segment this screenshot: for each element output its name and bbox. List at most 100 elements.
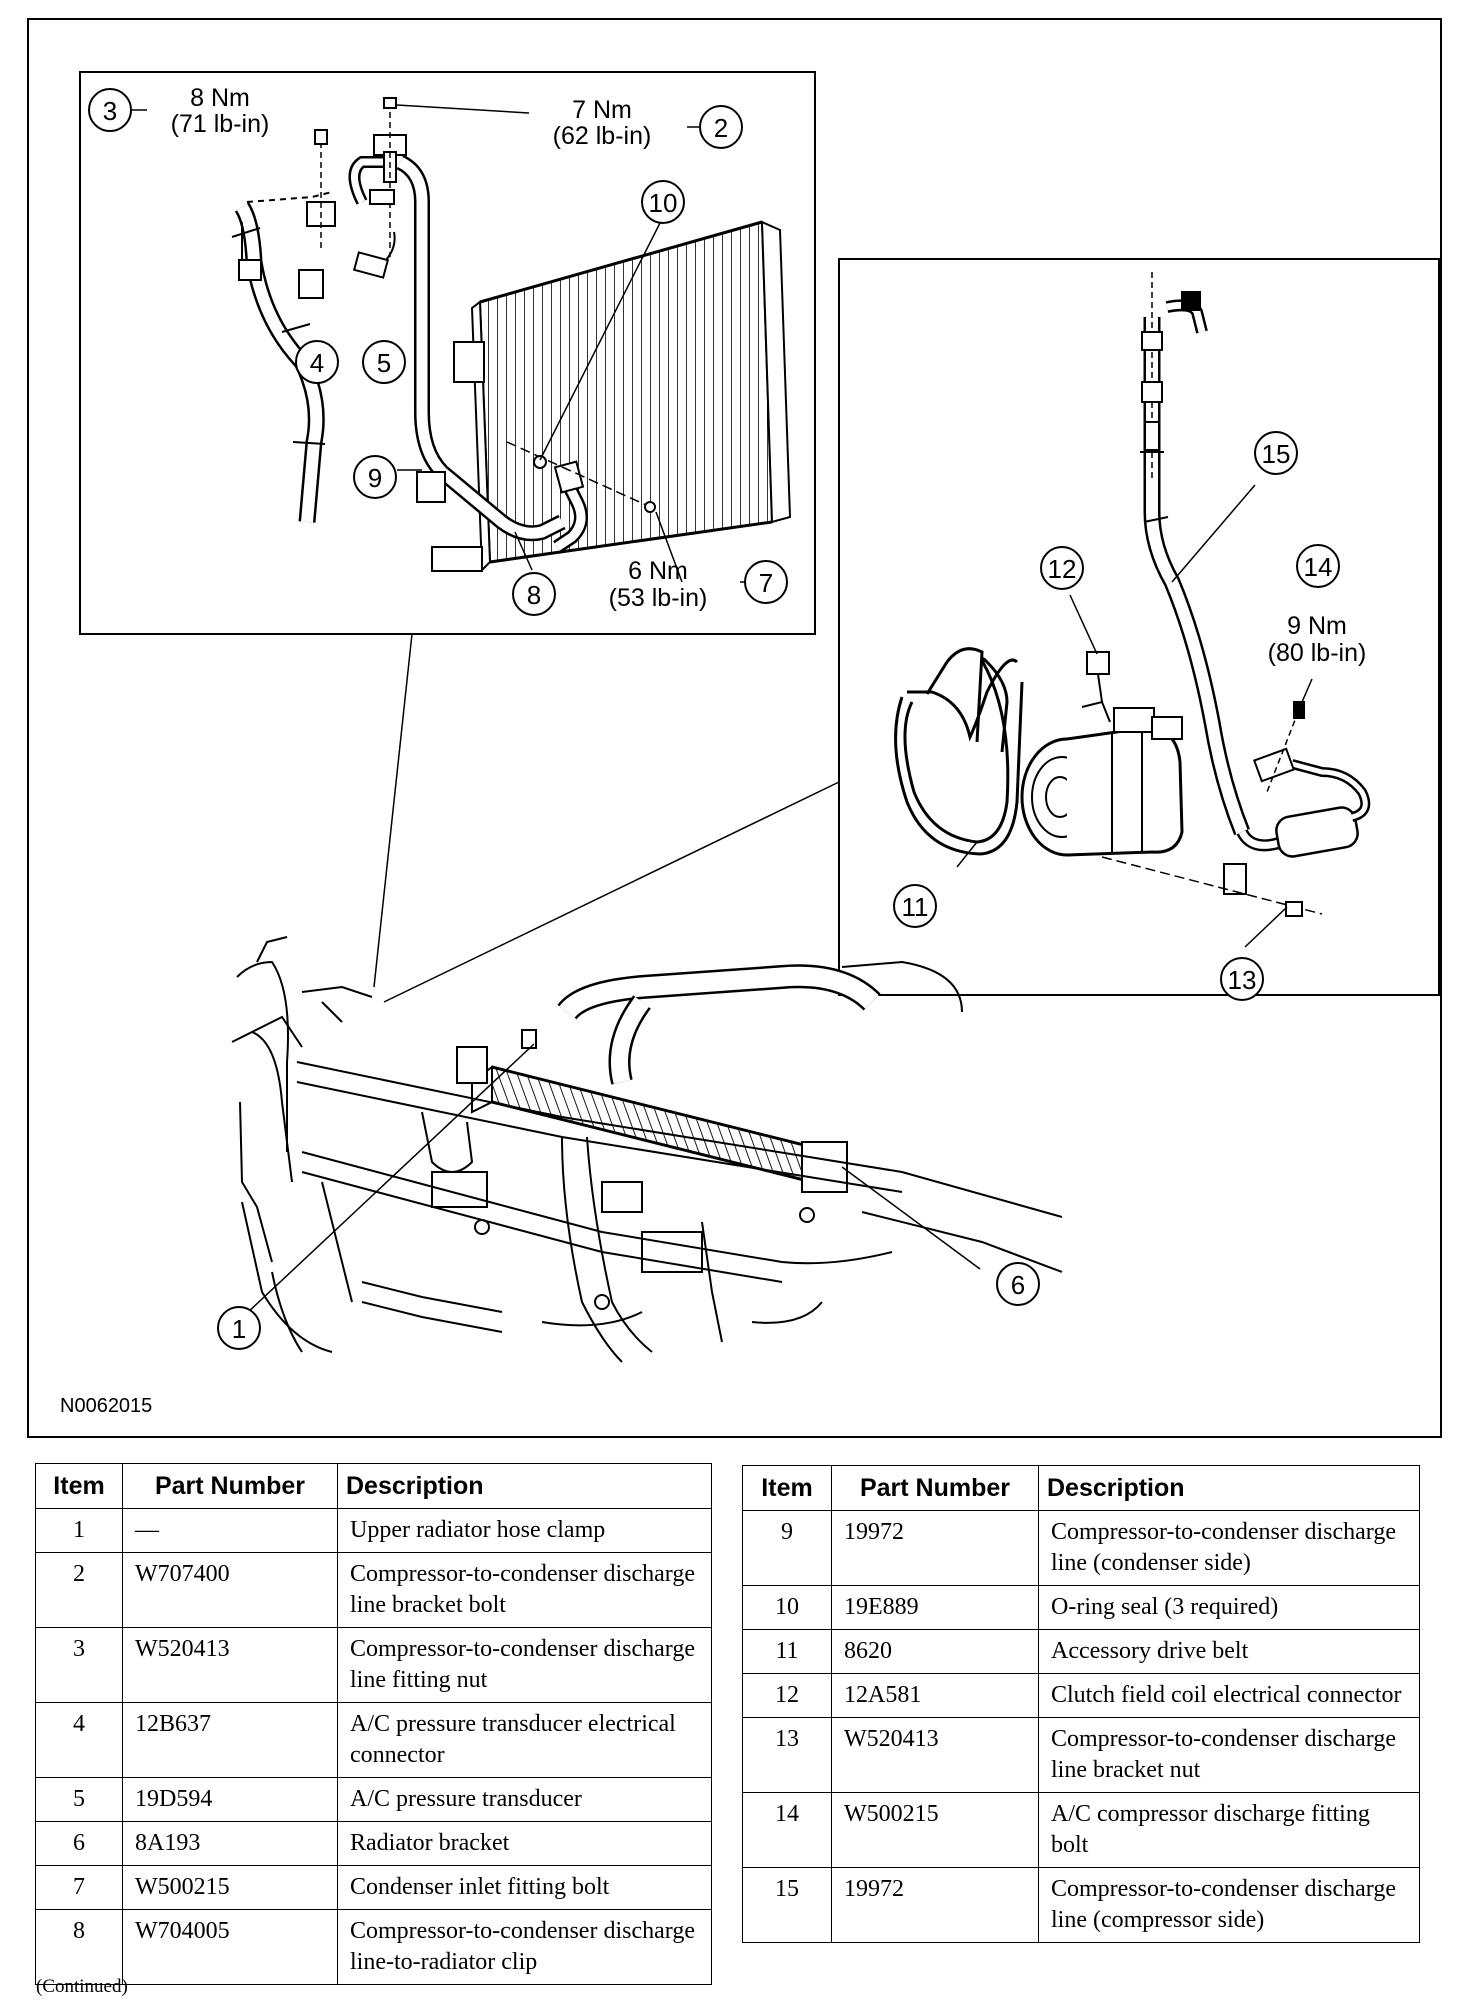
radiator-support-view xyxy=(231,936,1063,1363)
svg-text:15: 15 xyxy=(1262,439,1291,469)
item-cell: 14 xyxy=(742,1792,832,1868)
svg-text:10: 10 xyxy=(649,188,678,218)
svg-text:4: 4 xyxy=(310,348,324,378)
diagram-frame: 3 2 10 4 5 9 8 7 15 12 14 11 13 6 1 8 Nm… xyxy=(27,18,1442,1438)
description-cell: Condenser inlet fitting bolt xyxy=(337,1865,712,1910)
description-cell: Radiator bracket xyxy=(337,1821,712,1866)
fitting-assembly xyxy=(238,97,407,299)
description-cell: Compressor-to-condenser discharge line b… xyxy=(1038,1717,1420,1793)
item-cell: 7 xyxy=(35,1865,123,1910)
callouts: 3 2 10 4 5 9 8 7 15 12 14 11 13 6 1 xyxy=(88,88,1340,1350)
table-header-row: Item Part Number Description xyxy=(742,1465,1420,1511)
header-item: Item xyxy=(35,1463,123,1509)
part-number-cell: 12B637 xyxy=(122,1702,338,1778)
condenser-core xyxy=(431,220,792,573)
callout-3: 3 xyxy=(88,88,132,132)
accessory-drive-belt xyxy=(894,647,1024,856)
torque-2-nm: 7 Nm xyxy=(572,96,632,124)
callout-14: 14 xyxy=(1296,544,1340,588)
torque-7-nm: 6 Nm xyxy=(628,557,688,585)
leader-lines xyxy=(127,104,1313,1315)
header-part-number: Part Number xyxy=(831,1465,1039,1511)
item-cell: 6 xyxy=(35,1821,123,1866)
callout-4: 4 xyxy=(295,340,339,384)
part-number-cell: — xyxy=(122,1508,338,1553)
torque-2-lb: (62 lb-in) xyxy=(553,122,652,150)
item-cell: 12 xyxy=(742,1673,832,1718)
description-cell: O-ring seal (3 required) xyxy=(1038,1585,1420,1630)
torque-3-nm: 8 Nm xyxy=(190,84,250,112)
callout-10: 10 xyxy=(641,180,685,224)
description-cell: Compressor-to-condenser discharge line (… xyxy=(1038,1510,1420,1586)
part-number-cell: 19D594 xyxy=(122,1777,338,1822)
svg-text:1: 1 xyxy=(232,1314,246,1344)
clutch-field-coil-connector xyxy=(1086,651,1110,703)
item-cell: 9 xyxy=(742,1510,832,1586)
torque-7-lb: (53 lb-in) xyxy=(609,584,708,612)
svg-text:5: 5 xyxy=(377,348,391,378)
svg-text:11: 11 xyxy=(902,892,929,922)
description-cell: Accessory drive belt xyxy=(1038,1629,1420,1674)
compressor-detail-inset xyxy=(838,258,1440,996)
header-description: Description xyxy=(1038,1465,1420,1511)
continued-note: (Continued) xyxy=(36,1976,128,1997)
callout-7: 7 xyxy=(744,560,788,604)
part-number-cell: 19972 xyxy=(831,1867,1039,1943)
header-description: Description xyxy=(337,1463,712,1509)
pressure-line xyxy=(231,202,326,523)
item-cell: 8 xyxy=(35,1909,123,1985)
part-number-cell: 12A581 xyxy=(831,1673,1039,1718)
part-number-cell: W707400 xyxy=(122,1552,338,1628)
discharge-muffler xyxy=(1101,701,1371,917)
part-number-cell: 19E889 xyxy=(831,1585,1039,1630)
part-number-cell: 19972 xyxy=(831,1510,1039,1586)
exploded-view-diagram: 3 2 10 4 5 9 8 7 15 12 14 11 13 6 1 8 Nm… xyxy=(60,71,1440,1417)
parts-table-left: Item Part Number Description 1—Upper rad… xyxy=(35,1463,712,1985)
discharge-line-condenser-side xyxy=(396,154,588,553)
description-cell: Compressor-to-condenser discharge line b… xyxy=(337,1552,712,1628)
part-number-cell: 8A193 xyxy=(122,1821,338,1866)
part-number-cell: W500215 xyxy=(831,1792,1039,1868)
table-header-row: Item Part Number Description xyxy=(35,1463,712,1509)
svg-text:7: 7 xyxy=(759,568,773,598)
part-number-cell: W520413 xyxy=(831,1717,1039,1793)
svg-text:9: 9 xyxy=(368,463,382,493)
callout-2: 2 xyxy=(699,105,743,149)
torque-14-lb: (80 lb-in) xyxy=(1268,639,1367,667)
callout-8: 8 xyxy=(512,572,556,616)
discharge-line-compressor-side xyxy=(1140,272,1250,836)
item-cell: 1 xyxy=(35,1508,123,1553)
item-cell: 13 xyxy=(742,1717,832,1793)
description-cell: Compressor-to-condenser discharge line (… xyxy=(1038,1867,1420,1943)
torque-14-nm: 9 Nm xyxy=(1287,612,1347,640)
part-number-cell: W704005 xyxy=(122,1909,338,1985)
svg-text:14: 14 xyxy=(1304,552,1333,582)
svg-text:12: 12 xyxy=(1048,554,1077,584)
callout-13: 13 xyxy=(1220,957,1264,1001)
callout-1: 1 xyxy=(217,1306,261,1350)
header-item: Item xyxy=(742,1465,832,1511)
callout-15: 15 xyxy=(1254,431,1298,475)
item-cell: 4 xyxy=(35,1702,123,1778)
condenser-detail-inset xyxy=(79,71,816,635)
item-cell: 3 xyxy=(35,1627,123,1703)
description-cell: Upper radiator hose clamp xyxy=(337,1508,712,1553)
item-cell: 15 xyxy=(742,1867,832,1943)
description-cell: A/C pressure transducer xyxy=(337,1777,712,1822)
